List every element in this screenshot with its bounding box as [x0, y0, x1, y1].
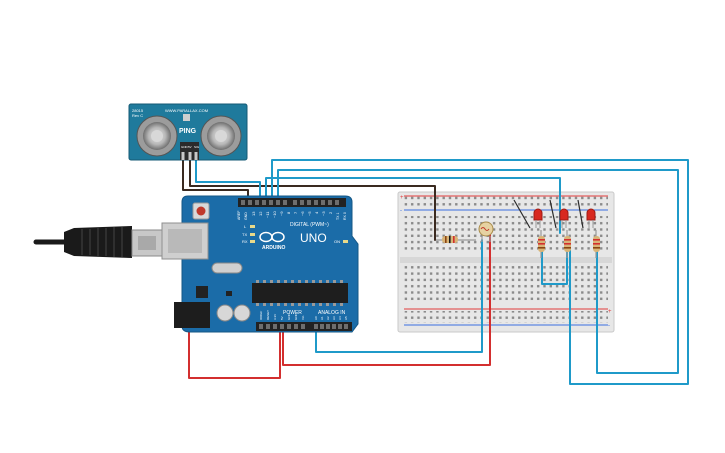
- label-l: L: [244, 224, 247, 229]
- power-label: POWER: [283, 310, 302, 316]
- rail-minus-label-bottom: -: [608, 323, 610, 329]
- rail-plus-label-bottom: +: [608, 309, 612, 315]
- led-l: [250, 225, 255, 228]
- power-pin-5v: 5V: [280, 316, 284, 320]
- usb-cable[interactable]: [33, 226, 163, 258]
- capacitor-1: [216, 304, 234, 322]
- arduino-logo-icon: [259, 231, 285, 243]
- power-jack: [174, 302, 210, 328]
- sensor-part-number: 28015: [132, 108, 144, 113]
- led-rx: [250, 240, 255, 243]
- analog-pin-a3: A3: [332, 316, 336, 320]
- pin-label-9: ~9: [279, 211, 284, 216]
- pin-label-4: 4: [314, 211, 319, 214]
- digital-header[interactable]: [238, 198, 346, 207]
- wire-pin-10[interactable]: [271, 159, 689, 385]
- ping-ultrasonic-sensor[interactable]: 28015 Rev C WWW.PARALLAX.COM PING GND 5V…: [128, 103, 248, 161]
- label-tx: TX: [242, 232, 247, 237]
- sensor-pin-sig: SIG: [194, 145, 200, 149]
- digital-header-label: DIGITAL (PWM~): [290, 222, 329, 228]
- crystal-oscillator: [211, 262, 243, 274]
- label-on: ON: [334, 239, 340, 244]
- sensor-model-label: PING: [179, 128, 197, 135]
- analog-label: ANALOG IN: [318, 310, 346, 316]
- pin-label-5: ~5: [307, 211, 312, 216]
- led-3[interactable]: [577, 199, 596, 229]
- resistor-led-1[interactable]: [538, 230, 545, 258]
- analog-pin-a1: A1: [320, 316, 324, 320]
- arduino-model-label: UNO: [300, 231, 327, 245]
- rail-minus-label-top: -: [400, 208, 402, 214]
- wire-sensor-5v[interactable]: [189, 159, 436, 241]
- power-pin-gnd1: GND: [287, 313, 291, 321]
- breadboard[interactable]: + - + -: [397, 191, 615, 333]
- resistor-led-2[interactable]: [564, 230, 571, 258]
- pin-label-3: ~3: [321, 211, 326, 216]
- power-pin-ioref: IOREF: [259, 311, 263, 320]
- wire-sensor-gnd[interactable]: [182, 159, 249, 201]
- wire-led-bridge[interactable]: [541, 249, 568, 285]
- sensor-chip: [183, 114, 190, 121]
- pin-label-tx1: TX 1: [336, 213, 340, 220]
- atmega-chip: [252, 283, 348, 303]
- sensor-pin-5v: 5V: [188, 145, 192, 149]
- pin-label-13: 13: [251, 211, 256, 216]
- sensor-pin-gnd: GND: [181, 145, 189, 149]
- sensor-brand-label: WWW.PARALLAX.COM: [165, 108, 208, 113]
- analog-pin-a0: A0: [314, 316, 318, 320]
- led-on: [343, 240, 348, 243]
- pin-label-7: 7: [293, 211, 298, 214]
- wire-sensor-signal[interactable]: [195, 159, 261, 201]
- pin-label-aref: AREF: [237, 211, 241, 220]
- wires: [182, 159, 689, 385]
- pin-label-2: 2: [328, 211, 333, 214]
- pin-label-10: ~10: [272, 210, 277, 218]
- rail-plus-label-top: +: [400, 195, 404, 201]
- power-pin-3v3: 3.3V: [273, 314, 277, 320]
- wire-pin-9[interactable]: [277, 169, 679, 374]
- sensor-revision: Rev C: [132, 113, 143, 118]
- resistor-led-3[interactable]: [593, 230, 600, 258]
- sensor-header: [180, 142, 199, 160]
- led-1[interactable]: [513, 199, 543, 229]
- analog-pin-a5: A5: [344, 316, 348, 320]
- pin-label-8: 8: [286, 211, 291, 214]
- pin-label-12: 12: [258, 211, 263, 216]
- wire-analog-a0[interactable]: [315, 239, 483, 353]
- power-pin-gnd2: GND: [294, 313, 298, 321]
- pin-label-11: ~11: [265, 211, 270, 218]
- capacitor-2: [233, 304, 251, 322]
- photoresistor-resistor[interactable]: [436, 236, 476, 243]
- pin-label-gnd: GND: [244, 212, 248, 220]
- led-2[interactable]: [549, 199, 569, 229]
- led-tx: [250, 233, 255, 236]
- power-pin-vin: Vin: [301, 315, 305, 320]
- wire-5v-to-breadboard[interactable]: [282, 234, 491, 366]
- photoresistor[interactable]: [478, 221, 494, 242]
- pin-label-6: ~6: [300, 211, 305, 216]
- transducer-left: [136, 115, 178, 157]
- power-pin-reset: RESET: [266, 310, 270, 320]
- pin-label-rx0: RX 0: [343, 212, 347, 220]
- wire-pin-11[interactable]: [265, 177, 561, 234]
- transducer-right: [200, 115, 242, 157]
- arduino-brand-label: ARDUINO: [262, 245, 285, 251]
- analog-pin-a2: A2: [326, 316, 330, 320]
- arduino-uno-board[interactable]: AREF GND 13 12 ~11 ~10 ~9 8 7 ~6 ~5 4 ~3…: [161, 195, 359, 333]
- label-rx: RX: [242, 239, 248, 244]
- analog-pin-a4: A4: [338, 316, 342, 320]
